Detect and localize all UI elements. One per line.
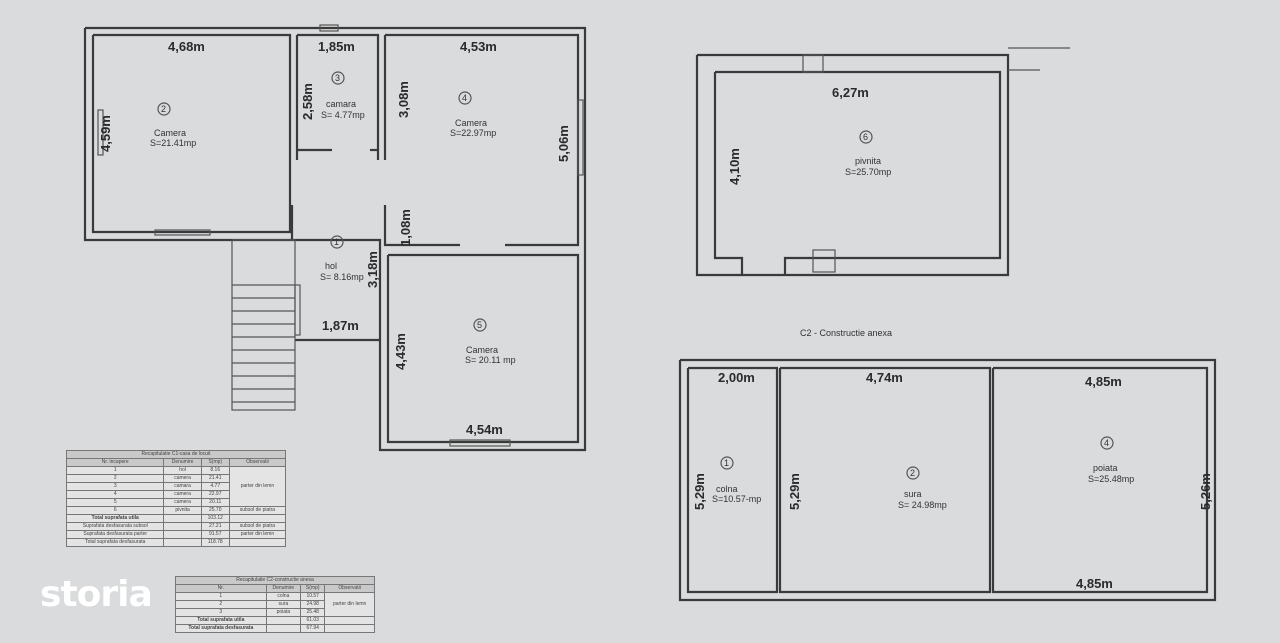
window [319,24,339,32]
svg-text:camara: camara [326,99,356,109]
dim-colna-height: 5,29m [692,473,707,510]
dim-r4-width: 4,53m [460,39,497,54]
dim-poiata-width: 4,85m [1085,374,1122,389]
annex-title: C2 - Constructie anexa [800,328,892,338]
table-title: Recapitulatie C2-constructie anexa [175,576,375,585]
svg-text:S=21.41mp: S=21.41mp [150,138,196,148]
room-1-label: 1 hol S= 8.16mp [320,235,364,282]
svg-text:S= 8.16mp: S= 8.16mp [320,272,364,282]
col-header: Observatii [228,458,287,467]
room-3-label: 3 camara S= 4.77mp [321,71,365,120]
basement-plan: 6,27m 4,10m 6 pivnita S=25.70mp [695,47,1070,277]
room-poiata-label: 4 poiata S=25.48mp [1088,436,1134,484]
svg-text:S= 20.11 mp: S= 20.11 mp [465,355,516,365]
dim-hol-a: 1,08m [398,209,413,246]
summary-table-c1: Recapitulatie C1-casa de locuit Nr. inca… [65,450,287,547]
svg-text:poiata: poiata [1093,463,1118,473]
room-5-label: 5 Camera S= 20.11 mp [465,318,516,365]
window [97,109,104,156]
svg-text:S=10.57-mp: S=10.57-mp [712,494,761,504]
svg-text:2: 2 [161,104,166,114]
svg-text:4: 4 [462,93,467,103]
col-header: Observatii [324,584,375,593]
room-6-area: S=25.70mp [845,167,891,177]
dim-basement-height: 4,10m [727,148,742,185]
room-2-label: 2 Camera S=21.41mp [150,102,196,148]
dim-r5-height: 4,43m [393,333,408,370]
col-header: Nr. [175,584,267,593]
svg-text:sura: sura [904,489,922,499]
svg-text:S=25.48mp: S=25.48mp [1088,474,1134,484]
dim-sura-width: 4,74m [866,370,903,385]
col-header: S(mp) [300,584,326,593]
svg-text:5: 5 [477,320,482,330]
window [154,229,211,236]
svg-text:hol: hol [325,261,337,271]
dim-poiata-width-bottom: 4,85m [1076,576,1113,591]
svg-text:Camera: Camera [154,128,186,138]
svg-text:Camera: Camera [455,118,487,128]
room-6-number: 6 [863,132,868,142]
svg-text:S= 24.98mp: S= 24.98mp [898,500,947,510]
table-title: Recapitulatie C1-casa de locuit [66,450,286,459]
dim-r4-height-2: 5,06m [556,125,571,162]
dim-hol-height: 3,18m [365,251,380,288]
room-6-name: pivnita [855,156,881,166]
dim-r4-height: 3,08m [396,81,411,118]
svg-text:colna: colna [716,484,738,494]
dim-r2-width: 4,68m [168,39,205,54]
window [449,439,511,447]
dim-r3-width: 1,85m [318,39,355,54]
dim-hol-width: 1,87m [322,318,359,333]
dim-colna-width: 2,00m [718,370,755,385]
window [294,284,301,336]
svg-text:2: 2 [910,468,915,478]
dim-poiata-height: 5,26m [1198,473,1213,510]
annex-plan: 2,00m 5,29m 4,74m 5,29m 4,85m 5,26m 4,85… [678,358,1217,602]
storia-watermark-logo: storia [40,574,153,615]
dim-basement-width: 6,27m [832,85,869,100]
dim-r3-height: 2,58m [300,83,315,120]
window [577,99,584,176]
dim-r5-width: 4,54m [466,422,503,437]
dim-r2-height: 4,59m [98,115,113,152]
room-sura-label: 2 sura S= 24.98mp [898,466,947,510]
dim-sura-height: 5,29m [787,473,802,510]
svg-text:4: 4 [1104,438,1109,448]
svg-text:1: 1 [724,458,729,468]
svg-text:S= 4.77mp: S= 4.77mp [321,110,365,120]
col-header: Denumire [265,584,302,593]
summary-table-c2: Recapitulatie C2-constructie anexa Nr.De… [175,576,375,633]
svg-text:S=22.97mp: S=22.97mp [450,128,496,138]
house-c1-plan: 4,68m 4,59m 1,85m 2,58m 4,53m 3,08m 5,06… [83,24,587,452]
col-header: S(mp) [200,458,230,467]
room-4-label: 4 Camera S=22.97mp [450,91,496,138]
staircase [232,284,295,403]
svg-text:3: 3 [335,73,340,83]
col-header: Denumire [163,458,202,467]
svg-text:1: 1 [334,237,339,247]
room-colna-label: 1 colna S=10.57-mp [712,456,761,504]
col-header: Nr. incapere [65,458,165,467]
svg-text:Camera: Camera [466,345,498,355]
